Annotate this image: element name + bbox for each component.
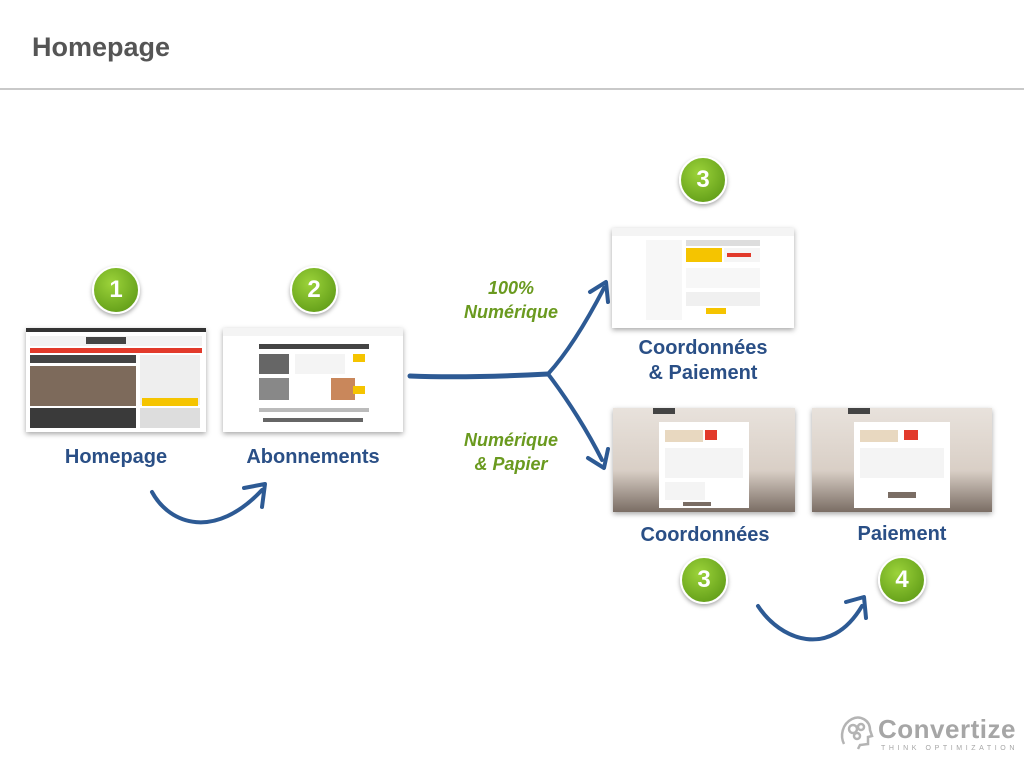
logo-tagline: THINK OPTIMIZATION [881,745,1019,752]
branch-digital-paper-label: Numérique & Papier [463,430,559,474]
logo-name: Convertize [878,714,1016,744]
step-2-badge: 2 [290,266,338,314]
step-3-top-badge: 3 [679,156,727,204]
arrow-1-to-2-head [242,482,267,509]
slide-header: Homepage [0,0,1024,90]
coordonnees-paiement-thumbnail [612,228,794,328]
coordonnees-thumbnail [613,408,795,512]
step-1-label: Homepage [64,446,168,468]
arrow-3-to-4-head [844,595,868,620]
step-4-label: Paiement [857,523,947,545]
step-3-bottom-label: Coordonnées [640,524,770,546]
paiement-thumbnail [812,408,992,512]
branch-digital-label: 100% Numérique [463,278,559,322]
step-1-badge: 1 [92,266,140,314]
arrow-1-to-2 [150,488,264,525]
arrow-branch-up [546,286,606,376]
arrow-3-to-4 [756,604,864,642]
arrow-branch-down-head [586,447,610,470]
arrow-trunk [407,371,551,380]
step-2-label: Abonnements [246,446,380,468]
brain-head-icon [840,716,874,750]
slide-title: Homepage [32,32,171,62]
arrow-branch-down [546,372,604,462]
abonnements-thumbnail [223,328,403,432]
step-3-top-label: Coordonnées & Paiement [638,337,768,384]
step-4-badge: 4 [878,556,926,604]
step-3-bottom-badge: 3 [680,556,728,604]
arrow-branch-up-head [588,280,610,304]
homepage-thumbnail [26,328,206,432]
